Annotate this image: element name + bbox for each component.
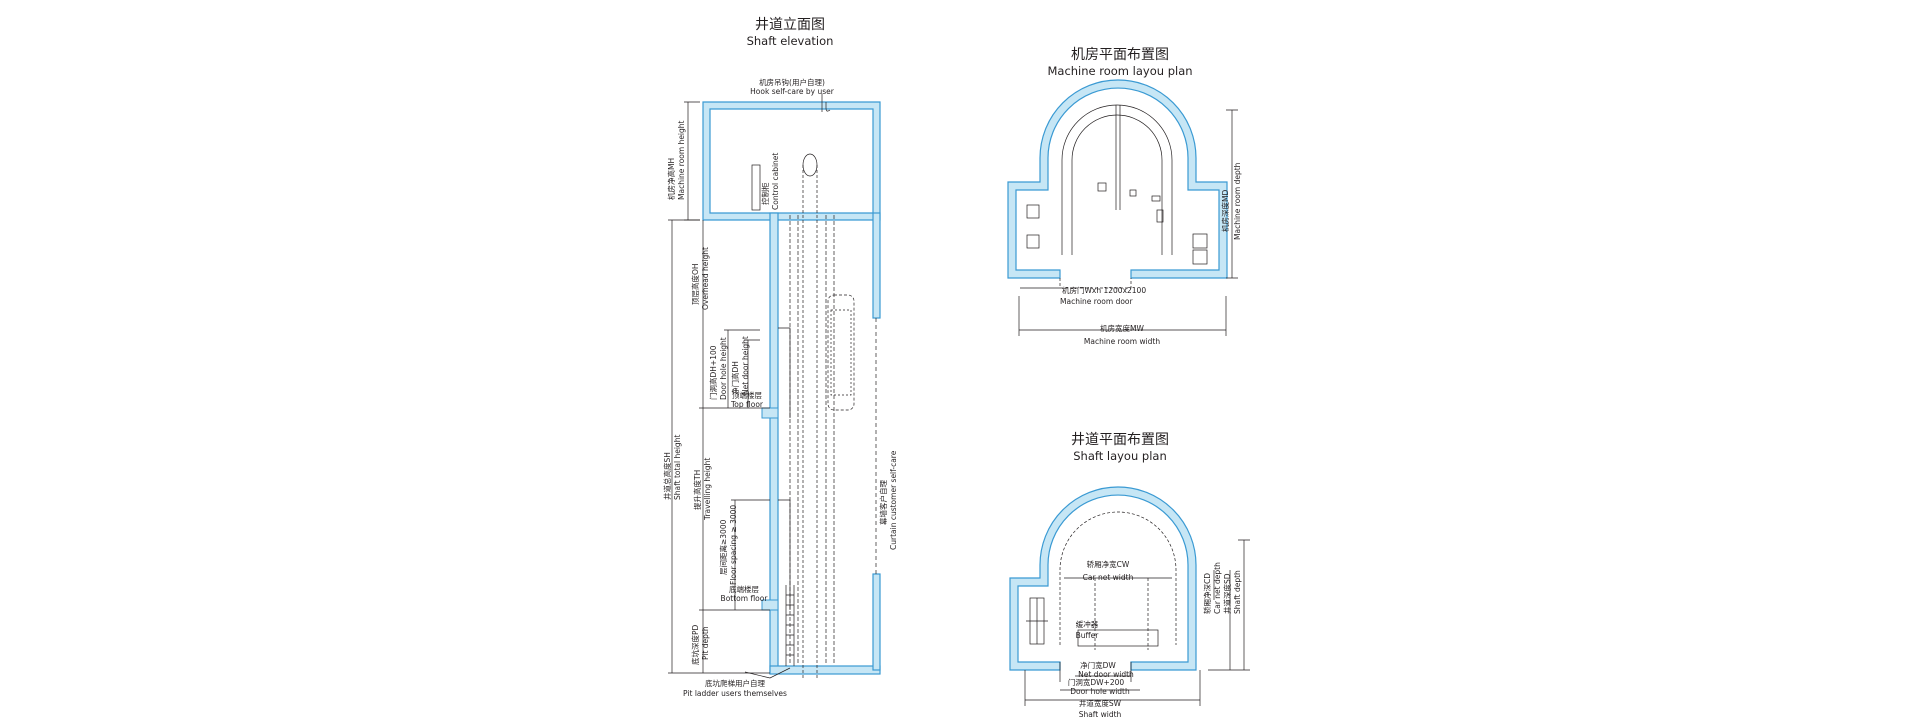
machine-room-plan-wall [1007, 79, 1228, 279]
elevation-walls [702, 101, 881, 675]
mr-depth-label-en: Machine room depth [1233, 162, 1242, 240]
hook-label-cn: 机房吊钩(用户自理) [759, 77, 825, 87]
top-floor-label-en: Top floor [730, 400, 764, 409]
net-door-width-label-en: Net door width [1078, 670, 1134, 679]
machine-room-title-en: Machine room layou plan [1047, 64, 1193, 78]
elevation-lines [668, 94, 877, 680]
shaft-plan-title-cn: 井道平面布置图 [1071, 432, 1169, 448]
door-hole-width-label-cn: 门洞宽DW+200 [1068, 677, 1125, 687]
mh-label-en: Machine room height [677, 120, 686, 200]
controller-box [1026, 204, 1040, 219]
cd-label-cn: 轿厢净深CD [1202, 573, 1212, 614]
top-floor-label-cn: 顶端楼层 [732, 390, 762, 400]
mr-door-label-en: Machine room door [1060, 297, 1134, 306]
elevation-title: 井道立面图 Shaft elevation [700, 14, 880, 48]
sh-label-cn: 井道总高度SH [662, 452, 672, 500]
cw-label-cn: 轿厢净宽CW [1087, 559, 1130, 569]
dim-th [699, 408, 770, 611]
machine-room-title-cn: 机房平面布置图 [1071, 47, 1169, 63]
buffer-label-en: Buffer [1076, 631, 1100, 640]
elevation-title-en: Shaft elevation [746, 34, 834, 48]
curtain-label-cn: 幕墙客户自理 [878, 480, 888, 525]
elevator-car [827, 294, 855, 411]
sd-label-en: Shaft depth [1233, 570, 1242, 614]
fan-icon [1192, 233, 1208, 249]
door-hole-label-en: Door hole height [719, 337, 728, 400]
door-hole-label-cn: 门洞高DH+100 [708, 345, 718, 400]
buffer-label-cn: 缓冲器 [1076, 619, 1099, 629]
door-hole-width-label-en: Door hole width [1070, 687, 1130, 696]
hook-symbol [821, 102, 831, 112]
shaft-right-wall [872, 212, 881, 319]
mr-door-label-cn: 机房门Wxh 1200x2100 [1062, 285, 1146, 295]
sd-label-cn: 井道深度SD [1222, 573, 1232, 614]
pd-label-en: Pit depth [701, 626, 710, 660]
machine-room-title: 机房平面布置图 Machine room layou plan [1020, 44, 1220, 78]
control-cabinet [751, 164, 761, 211]
cabinet-label-en: Control cabinet [771, 153, 780, 210]
mh-label-cn: 机房净高MH [666, 158, 676, 200]
net-door-label-en: Net door height [741, 336, 750, 395]
sw-label-en: Shaft width [1079, 710, 1122, 719]
curtain-label-en: Curtain customer self-care [889, 450, 898, 550]
net-door-label-cn: 净门高DH [730, 361, 740, 395]
th-label-cn: 提升高度TH [692, 470, 702, 510]
shaft-plan-title-en: Shaft layou plan [1073, 449, 1167, 463]
bottom-floor-label-en: Bottom floor [721, 594, 769, 603]
th-label-en: Travelling height [703, 458, 712, 521]
net-door-width-label-cn: 净门宽DW [1080, 660, 1116, 670]
pd-label-cn: 底坑深度PD [690, 624, 700, 665]
pit-right-wall [872, 573, 881, 671]
cw-label-en: Car net width [1083, 573, 1134, 582]
dim-net-door [744, 339, 760, 408]
cabinet-label-cn: 控制柜 [760, 182, 770, 205]
mr-depth-label-cn: 机房深度MD [1220, 190, 1230, 232]
sh-label-en: Shaft total height [673, 435, 682, 500]
shaft-plan-wall [1009, 486, 1197, 671]
hook-label-en: Hook self-care by user [750, 87, 835, 96]
ladder-label-cn: 底坑爬梯用户自理 [705, 678, 765, 688]
dim-door-hole [724, 329, 760, 408]
cd-label-en: Car net depth [1213, 562, 1222, 614]
ladder-label-en: Pit ladder users themselves [683, 689, 787, 698]
bottom-floor-label-cn: 底端楼层 [729, 584, 759, 594]
dim-sh [668, 219, 770, 674]
elevation-title-cn: 井道立面图 [755, 17, 825, 33]
floor-spacing-label-en: Floor spacing ≥ 3000 [729, 505, 738, 585]
sw-label-cn: 井道宽度SW [1079, 698, 1122, 708]
dim-oh [699, 220, 770, 409]
buffer-symbol [1077, 629, 1159, 647]
dim-floor-spacing [731, 499, 770, 610]
shaft-plan-title: 井道平面布置图 Shaft layou plan [1030, 429, 1210, 463]
oh-label-cn: 顶层高度OH [690, 263, 700, 305]
mr-width-label-cn: 机房宽度MW [1100, 323, 1144, 333]
oh-label-en: Overhead height [701, 247, 710, 310]
floor-spacing-label-cn: 层间距离≥3000 [718, 519, 728, 575]
mr-width-label-en: Machine room width [1084, 337, 1160, 346]
